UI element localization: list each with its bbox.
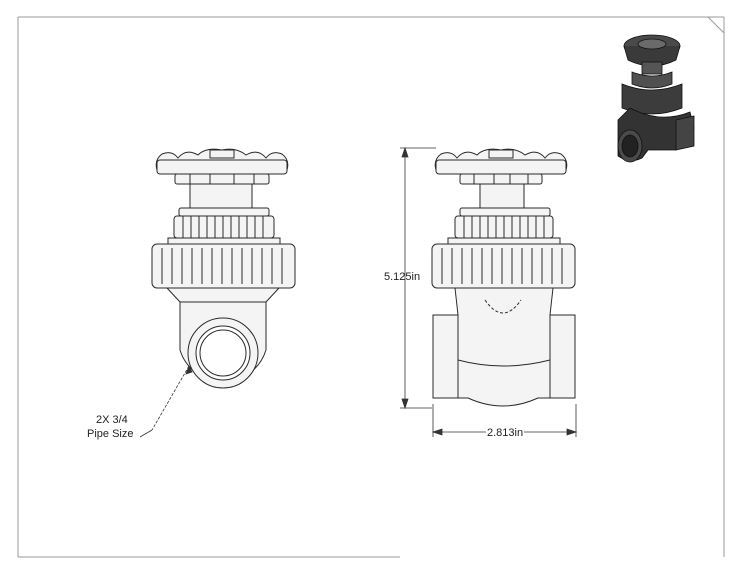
- height-dimension-line: [400, 146, 436, 410]
- isometric-preview: [617, 34, 695, 163]
- front-view: [151, 148, 296, 389]
- width-dimension-label: 2.813in: [486, 427, 525, 439]
- valve-body-side: [432, 287, 576, 407]
- pipe-size-label: Pipe Size: [87, 428, 134, 440]
- pipe-port-front: [187, 317, 259, 389]
- pipe-size-leader: [139, 365, 193, 438]
- stem-side: [479, 183, 525, 209]
- handwheel-front: [155, 148, 289, 185]
- side-view: [431, 148, 576, 407]
- bonnet-nut-side: [447, 207, 561, 245]
- union-collar-side: [431, 243, 576, 289]
- pipe-size-quantity-label: 2X 3/4: [96, 414, 128, 426]
- drawing-border: [17, 16, 725, 558]
- handwheel-side: [434, 148, 568, 185]
- height-dimension-label: 5.125in: [384, 271, 421, 283]
- union-collar-front: [151, 243, 296, 289]
- bonnet-nut-front: [167, 207, 281, 245]
- stem-front: [189, 183, 253, 209]
- width-dimension-line: [431, 404, 578, 437]
